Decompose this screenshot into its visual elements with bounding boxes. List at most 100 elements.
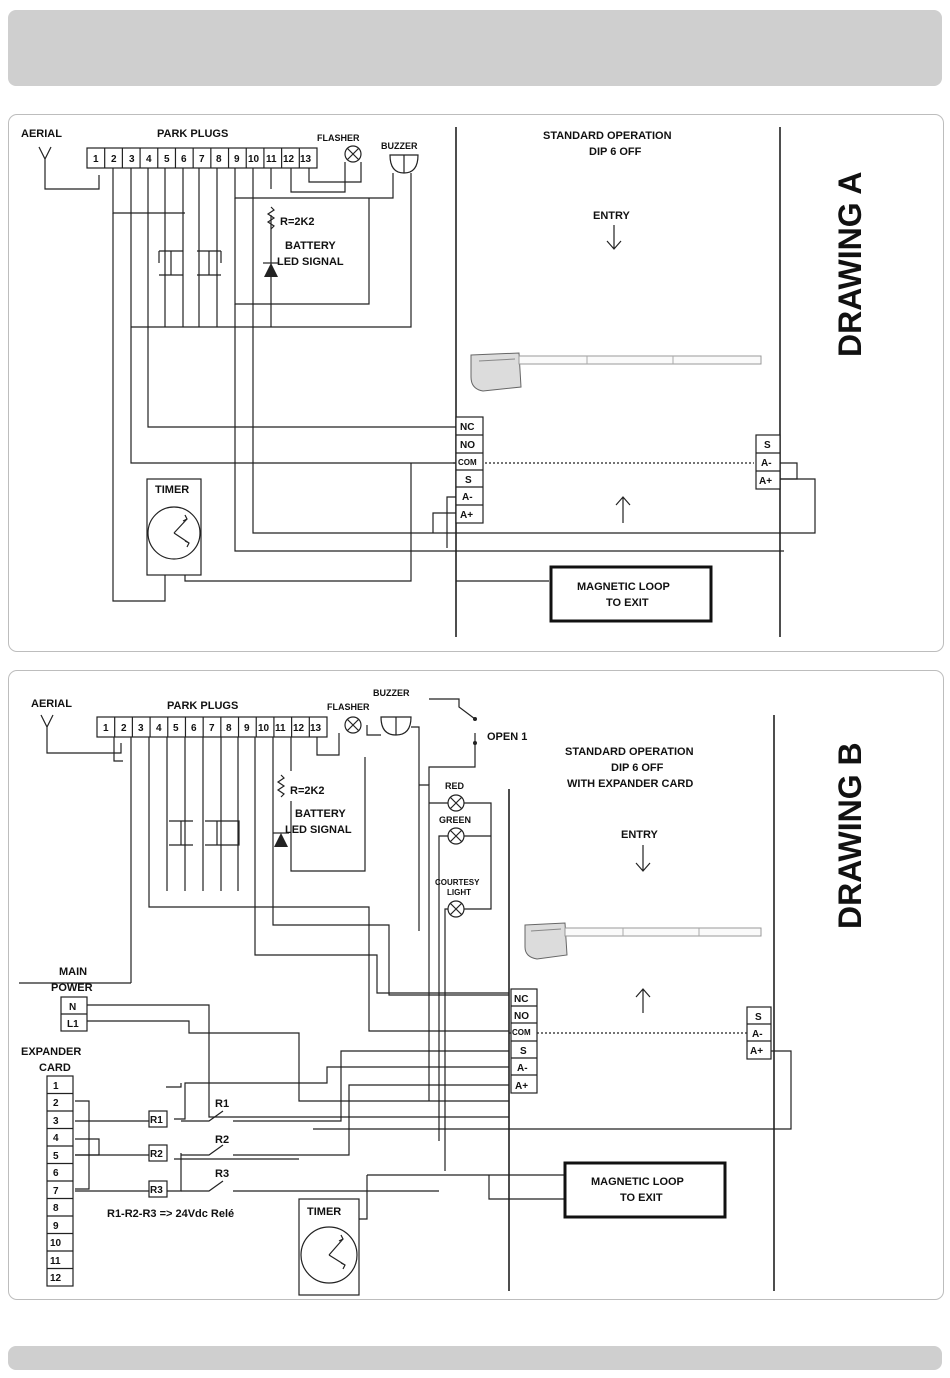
relay-terminal-block <box>455 416 484 524</box>
terminal-label: A- <box>752 1029 763 1040</box>
header-bar <box>8 10 942 86</box>
terminal-label: A- <box>462 492 473 503</box>
green-lamp-label: GREEN <box>439 815 471 825</box>
terminal-label: 9 <box>244 723 250 734</box>
mode-label: DIP 6 OFF <box>611 762 664 774</box>
terminal-label: A+ <box>460 510 473 521</box>
entry-arrow-icon <box>606 225 622 250</box>
park-plugs-label: PARK PLUGS <box>167 700 238 712</box>
relay-label: R2 <box>150 1149 163 1160</box>
relay-contact-label: R3 <box>215 1168 229 1180</box>
terminal-label: 6 <box>53 1168 59 1179</box>
terminal-label: 10 <box>248 154 260 165</box>
drawing-b-panel: AERIAL PARK PLUGS 1 2 3 4 5 6 7 8 9 10 1… <box>8 670 944 1300</box>
led-signal-icon <box>263 262 279 277</box>
aerial-label: AERIAL <box>31 698 72 710</box>
courtesy-light-label: LIGHT <box>447 888 471 897</box>
main-power-label: POWER <box>51 982 93 994</box>
terminal-label: 13 <box>300 154 312 165</box>
terminal-strip <box>86 147 318 169</box>
terminal-strip <box>96 716 328 738</box>
green-lamp-icon <box>447 827 465 845</box>
flasher-label: FLASHER <box>317 133 360 143</box>
red-lamp-icon <box>447 794 465 812</box>
terminal-label: 10 <box>50 1238 62 1249</box>
terminal-label: NO <box>460 440 475 451</box>
terminal-label: S <box>755 1012 762 1023</box>
buzzer-label: BUZZER <box>381 141 418 151</box>
terminal-label: 2 <box>111 154 117 165</box>
wiring <box>19 725 792 1220</box>
terminal-label: 4 <box>53 1133 59 1144</box>
terminal-label: NC <box>514 994 528 1005</box>
terminal-label: 2 <box>53 1098 59 1109</box>
terminal-label: 7 <box>209 723 215 734</box>
aerial-icon <box>40 714 122 754</box>
terminal-label: 7 <box>53 1186 59 1197</box>
terminal-label: S <box>764 440 771 451</box>
terminal-label: A- <box>517 1063 528 1074</box>
terminal-label: 6 <box>191 723 197 734</box>
terminal-label: 11 <box>50 1256 61 1267</box>
mode-label: WITH EXPANDER CARD <box>567 778 693 790</box>
terminal-label: NO <box>514 1011 529 1022</box>
barrier-gate-icon <box>470 352 762 392</box>
magnetic-loop-label: TO EXIT <box>606 597 649 609</box>
loop-terminal-block <box>746 1006 772 1060</box>
relay-label: R1 <box>150 1115 163 1126</box>
terminal-label: 9 <box>53 1221 59 1232</box>
terminal-label: 8 <box>53 1203 59 1214</box>
terminal-label: COM <box>512 1028 531 1037</box>
entry-label: ENTRY <box>621 829 659 841</box>
terminal-label: S <box>520 1046 527 1057</box>
relay-terminal-block <box>510 988 538 1094</box>
battery-label: BATTERY <box>295 808 346 820</box>
terminal-label: 12 <box>293 723 305 734</box>
relay-contact-label: R1 <box>215 1098 229 1110</box>
footer-bar <box>8 1346 942 1370</box>
terminal-label: A+ <box>759 476 772 487</box>
resistor-label: R=2K2 <box>280 216 315 228</box>
mode-label: STANDARD OPERATION <box>565 746 694 758</box>
exit-arrow-icon <box>635 988 651 1013</box>
drawing-a-diagram: AERIAL PARK PLUGS 1 2 3 4 5 6 7 8 9 10 1… <box>21 127 868 637</box>
main-power-block <box>60 996 88 1032</box>
terminal-label: 9 <box>234 154 240 165</box>
drawing-b-diagram: AERIAL PARK PLUGS 1 2 3 4 5 6 7 8 9 10 1… <box>19 688 868 1296</box>
terminal-label: 5 <box>53 1151 59 1162</box>
terminal-label: 7 <box>199 154 205 165</box>
terminal-label: N <box>69 1002 76 1013</box>
entry-arrow-icon <box>635 845 651 872</box>
mode-label: STANDARD OPERATION <box>543 130 672 142</box>
terminal-label: 4 <box>156 723 162 734</box>
terminal-label: 12 <box>50 1273 62 1284</box>
relay-contact-label: R2 <box>215 1134 229 1146</box>
terminal-label: 8 <box>216 154 222 165</box>
terminal-label: 8 <box>226 723 232 734</box>
terminal-label: 3 <box>129 154 135 165</box>
terminal-label: L1 <box>67 1019 79 1030</box>
magnetic-loop-label: MAGNETIC LOOP <box>591 1176 684 1188</box>
aerial-icon <box>38 146 100 190</box>
mode-label: DIP 6 OFF <box>589 146 642 158</box>
flasher-label: FLASHER <box>327 702 370 712</box>
terminal-label: 11 <box>275 723 286 734</box>
terminal-label: 2 <box>121 723 127 734</box>
expander-card-label: EXPANDER <box>21 1046 81 1058</box>
terminal-label: 5 <box>164 154 170 165</box>
terminal-label: COM <box>458 458 477 467</box>
drawing-title: DRAWING A <box>832 172 868 357</box>
terminal-label: 6 <box>181 154 187 165</box>
entry-label: ENTRY <box>593 210 631 222</box>
buzzer-icon <box>380 716 412 736</box>
terminal-label: 1 <box>103 723 109 734</box>
terminal-label: 13 <box>310 723 322 734</box>
magnetic-loop-label: MAGNETIC LOOP <box>577 581 670 593</box>
courtesy-light-icon <box>447 900 465 918</box>
buzzer-icon <box>389 154 419 174</box>
led-signal-label: LED SIGNAL <box>285 824 352 836</box>
wiring <box>112 162 816 602</box>
buzzer-label: BUZZER <box>373 688 410 698</box>
timer-label: TIMER <box>307 1206 341 1218</box>
terminal-label: 1 <box>93 154 99 165</box>
